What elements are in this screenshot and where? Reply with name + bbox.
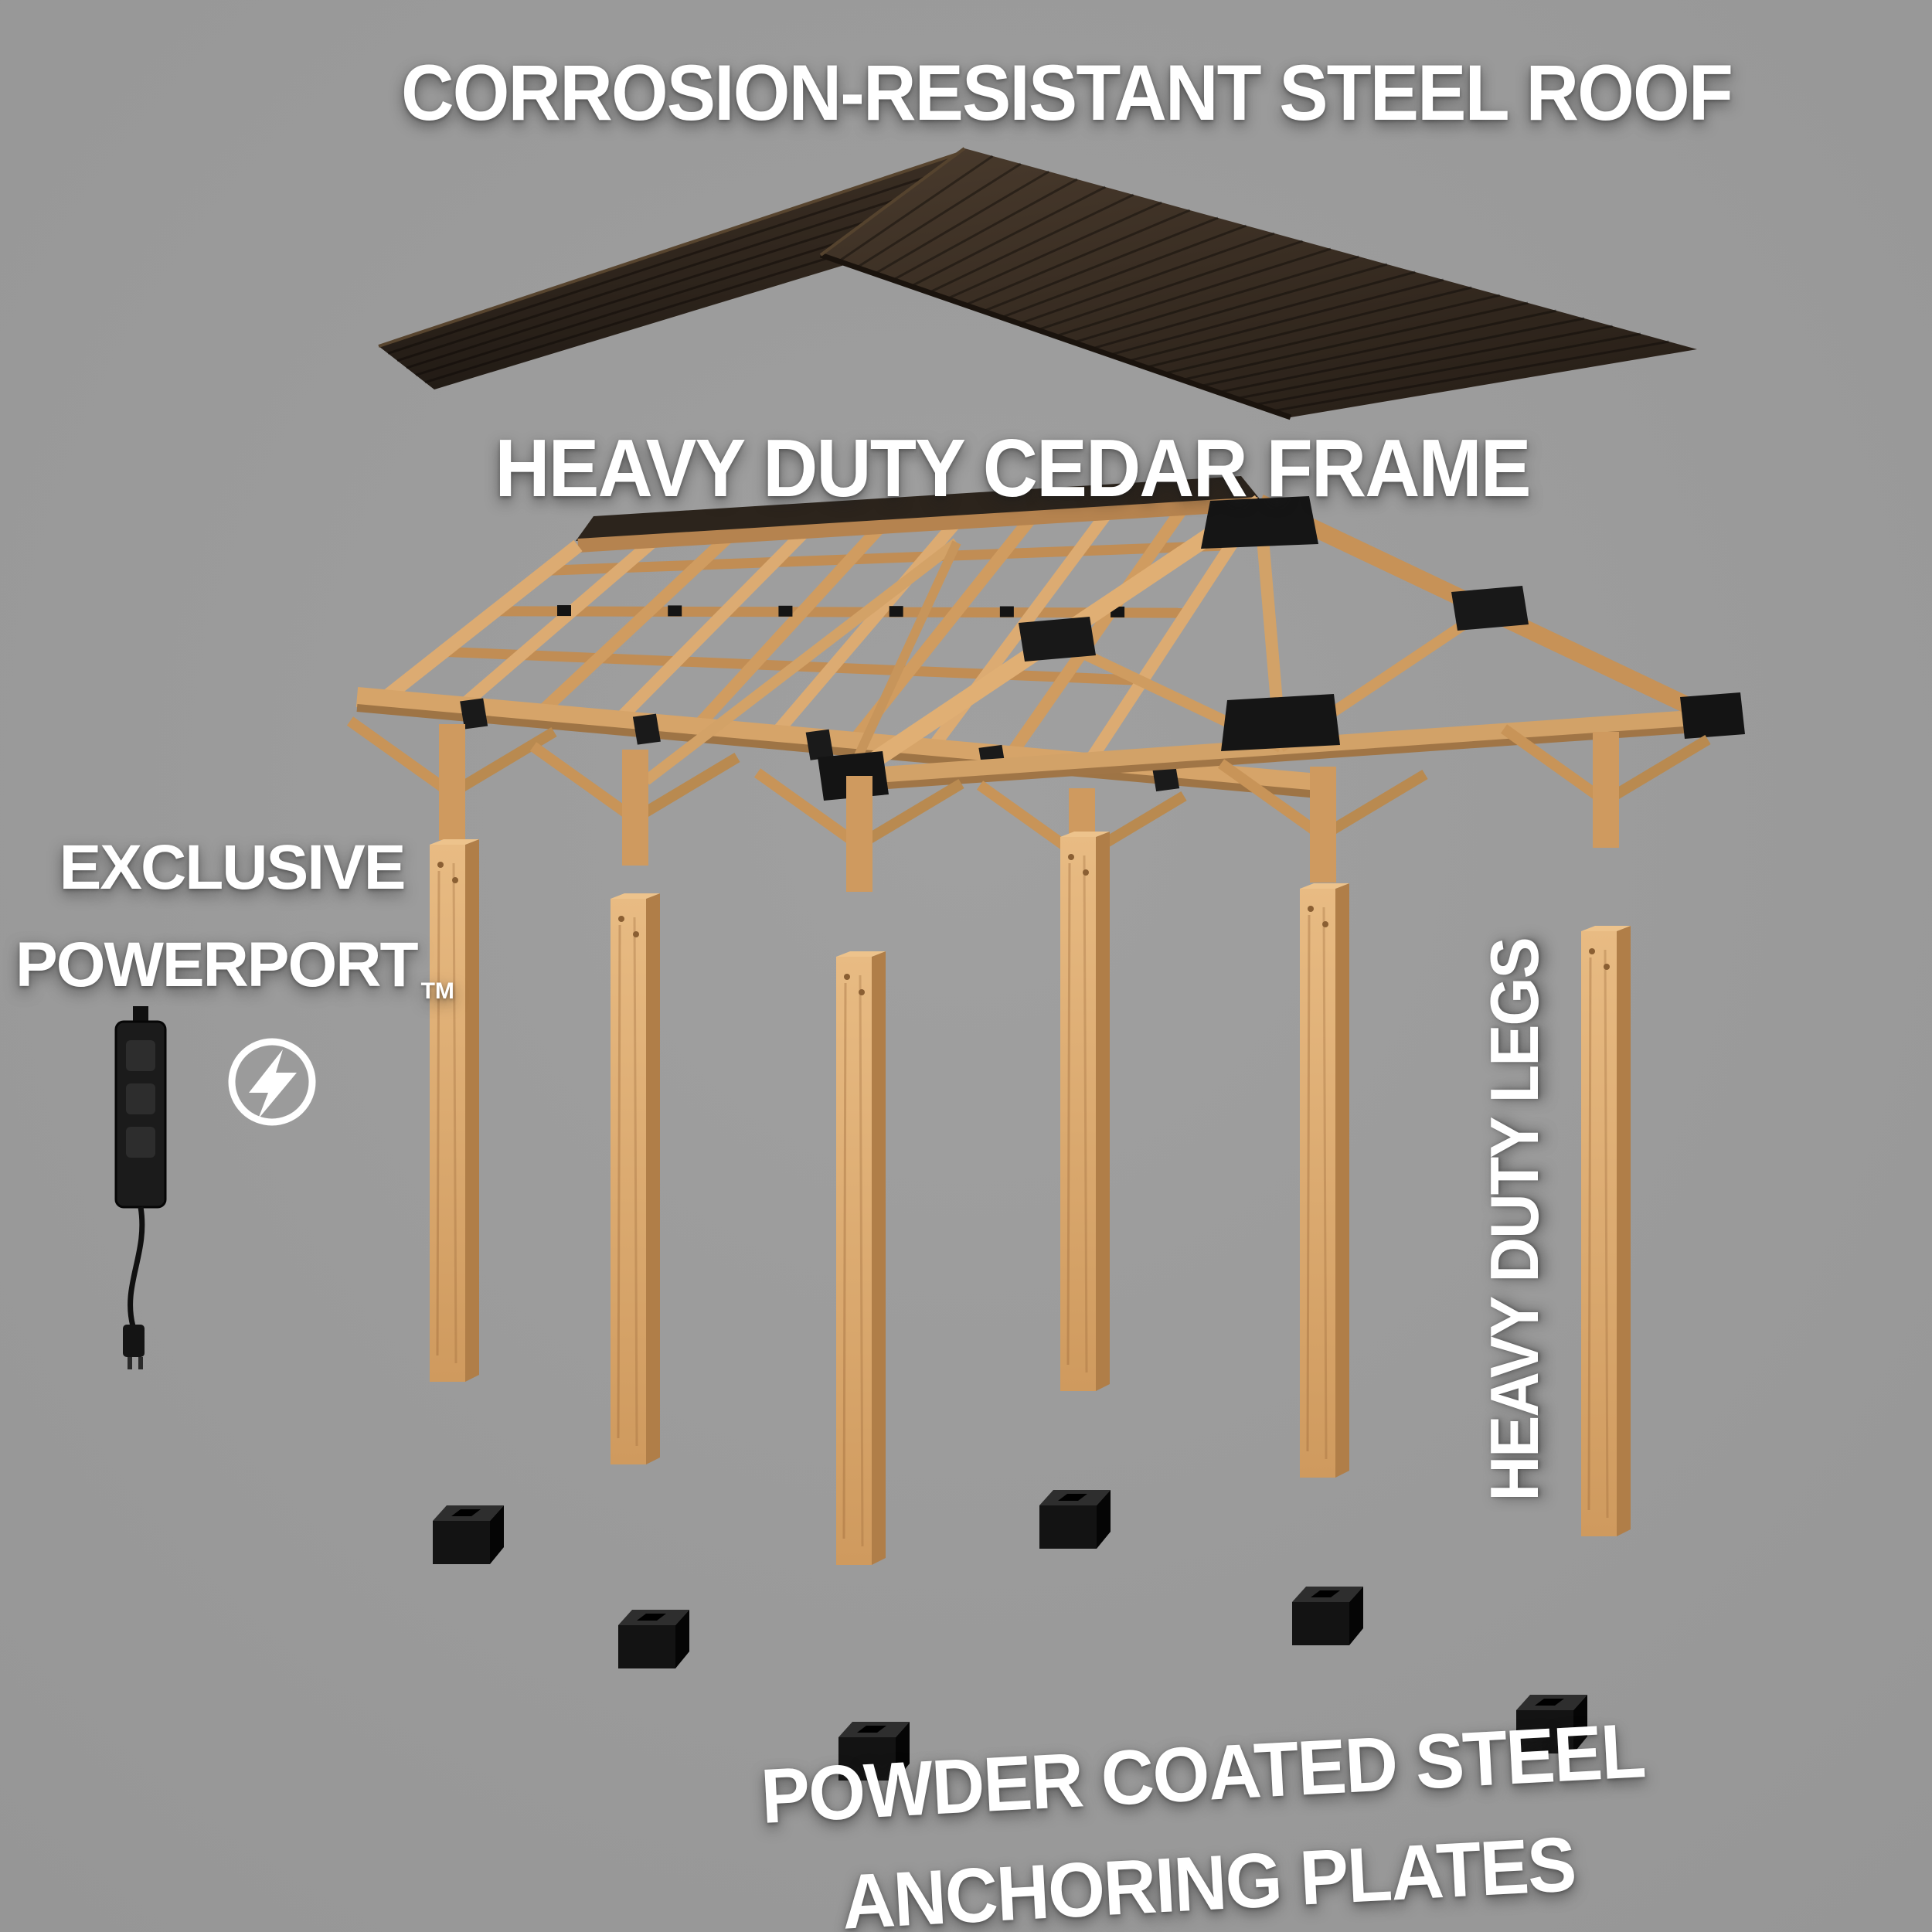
anchor-plate-6 — [1516, 1695, 1587, 1753]
lightning-bolt-icon — [228, 1038, 316, 1126]
powerport-word: POWERPORT — [15, 930, 419, 1000]
frame-title: HEAVY DUTY CEDAR FRAME — [495, 423, 1531, 514]
powerport-assembly — [114, 1006, 316, 1369]
frame-ridge-shadow — [576, 476, 1261, 541]
trademark-symbol: TM — [420, 978, 454, 1004]
roof-panel-right — [821, 148, 1697, 417]
power-cord — [128, 1206, 145, 1327]
anchor-plate-5 — [1292, 1587, 1363, 1645]
anchor-plate-2 — [618, 1610, 689, 1668]
leg-posts — [430, 832, 1631, 1565]
power-plug — [123, 1325, 145, 1357]
anchor-plate-1 — [433, 1505, 504, 1564]
leg-post-3 — [836, 951, 886, 1565]
leg-post-6 — [1581, 926, 1631, 1536]
legs-title: HEAVY DUTY LEGS — [1476, 938, 1553, 1502]
truss-peak-bracket — [1201, 496, 1318, 549]
anchor-plate-3 — [838, 1722, 910, 1781]
leg-post-1 — [430, 839, 479, 1382]
cedar-frame — [346, 476, 1745, 904]
roof-panel-left — [379, 153, 1020, 389]
anchor-plates — [433, 1490, 1587, 1781]
steel-roof — [378, 147, 1697, 420]
leg-post-5 — [1300, 883, 1349, 1478]
roof-title: CORROSION-RESISTANT STEEL ROOF — [400, 49, 1733, 137]
powerport-label-line1: EXCLUSIVE — [59, 832, 406, 903]
truss-center-bracket — [1221, 694, 1340, 751]
leg-post-4 — [1060, 832, 1110, 1391]
leg-post-2 — [611, 893, 660, 1464]
anchor-plate-4 — [1039, 1490, 1111, 1549]
